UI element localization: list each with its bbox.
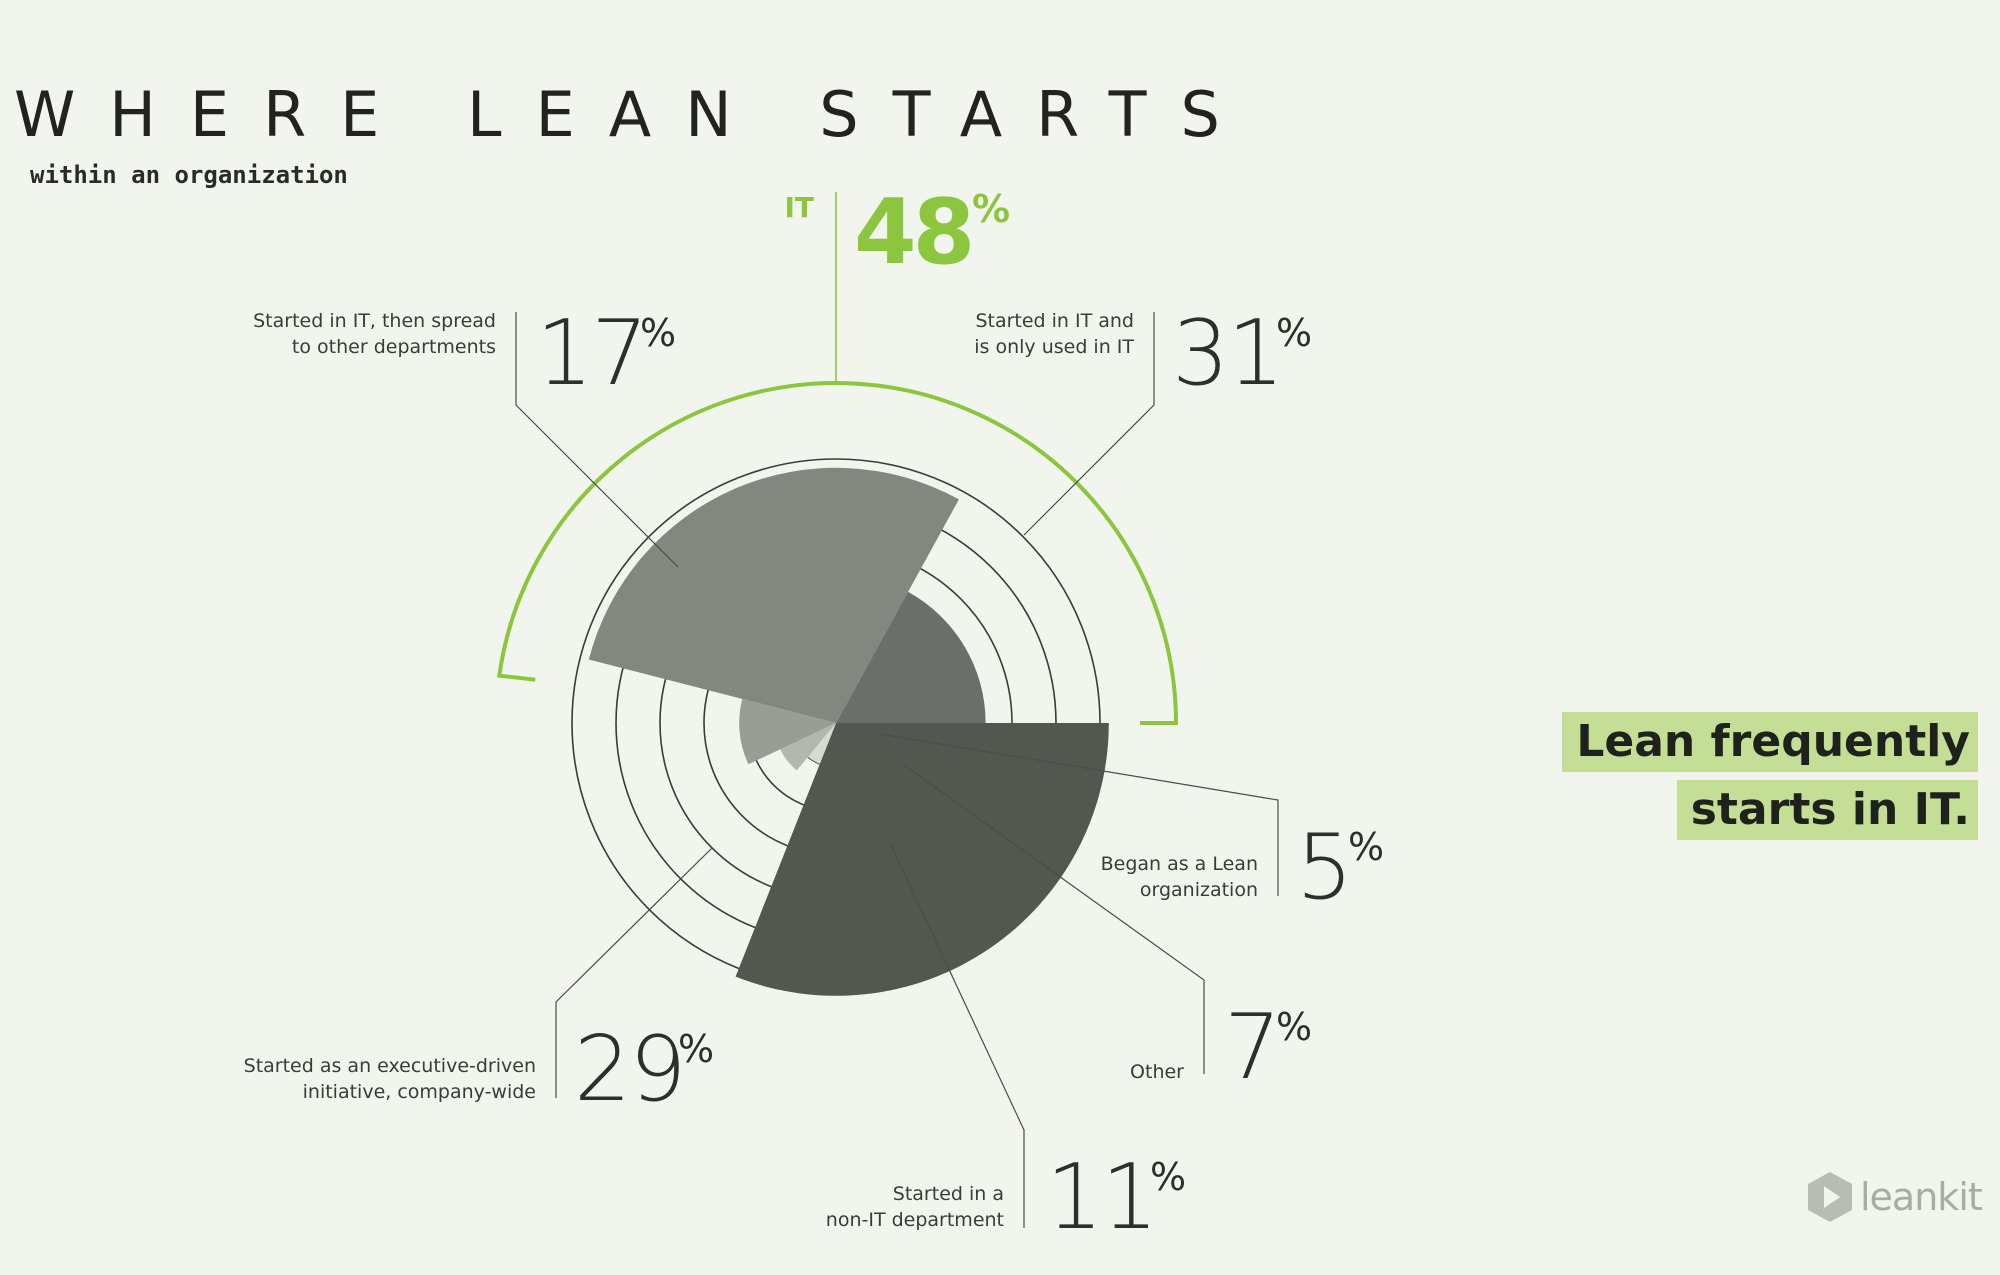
leader-started-in-it-and-is-only-used-in-it (1023, 312, 1155, 536)
chart-title: WHERE LEAN STARTS (14, 78, 1254, 151)
slice-started-as-an-executive-driven-initiative-company-wide (588, 467, 959, 723)
chart-subtitle: within an organization (30, 161, 348, 189)
percent-started-in-it-then-spread-to-other-departments: % (640, 311, 676, 355)
label-other: Other (1130, 1061, 1184, 1083)
brand: leankit (1806, 1170, 1983, 1224)
it-group-label: IT (784, 191, 814, 224)
percent-began-as-a-lean-organization: % (1348, 825, 1384, 869)
callout-line-1: Lean frequently (1562, 712, 1978, 772)
slice-other (780, 723, 836, 771)
value-started-in-it-and-is-only-used-in-it: 31 (1172, 301, 1283, 406)
leader-began-as-a-lean-organization (879, 733, 1279, 896)
percent-started-in-it-and-is-only-used-in-it: % (1276, 311, 1312, 355)
percent-other: % (1276, 1005, 1312, 1049)
leader-other (903, 764, 1205, 1074)
slice-started-in-it-then-spread-to-other-departments (836, 591, 986, 723)
leankit-logo-icon (1808, 1172, 1852, 1222)
it-group-arc (497, 381, 1179, 725)
it-group-value: 48 (854, 180, 971, 285)
leader-started-as-an-executive-driven-initiative-company-wide (555, 847, 713, 1098)
slice-started-in-a-non-it-department (739, 698, 836, 765)
it-group-percent: % (972, 187, 1010, 231)
percent-started-as-an-executive-driven-initiative-company-wide: % (678, 1027, 714, 1071)
brand-name: leankit (1860, 1175, 1983, 1219)
value-started-in-a-non-it-department: 11 (1046, 1145, 1157, 1250)
slice-started-in-it-and-is-only-used-in-it (735, 723, 1109, 996)
leader-started-in-it-then-spread-to-other-departments (515, 312, 679, 568)
leader-started-in-a-non-it-department (889, 842, 1025, 1228)
value-began-as-a-lean-organization: 5 (1296, 815, 1351, 920)
slice-began-as-a-lean-organization (807, 723, 836, 764)
value-other: 7 (1224, 995, 1279, 1100)
callout: Lean frequently starts in IT. (1562, 712, 1978, 848)
value-started-as-an-executive-driven-initiative-company-wide: 29 (574, 1017, 685, 1122)
value-started-in-it-then-spread-to-other-departments: 17 (536, 301, 647, 406)
callout-line-2: starts in IT. (1676, 780, 1978, 840)
percent-started-in-a-non-it-department: % (1150, 1155, 1186, 1199)
